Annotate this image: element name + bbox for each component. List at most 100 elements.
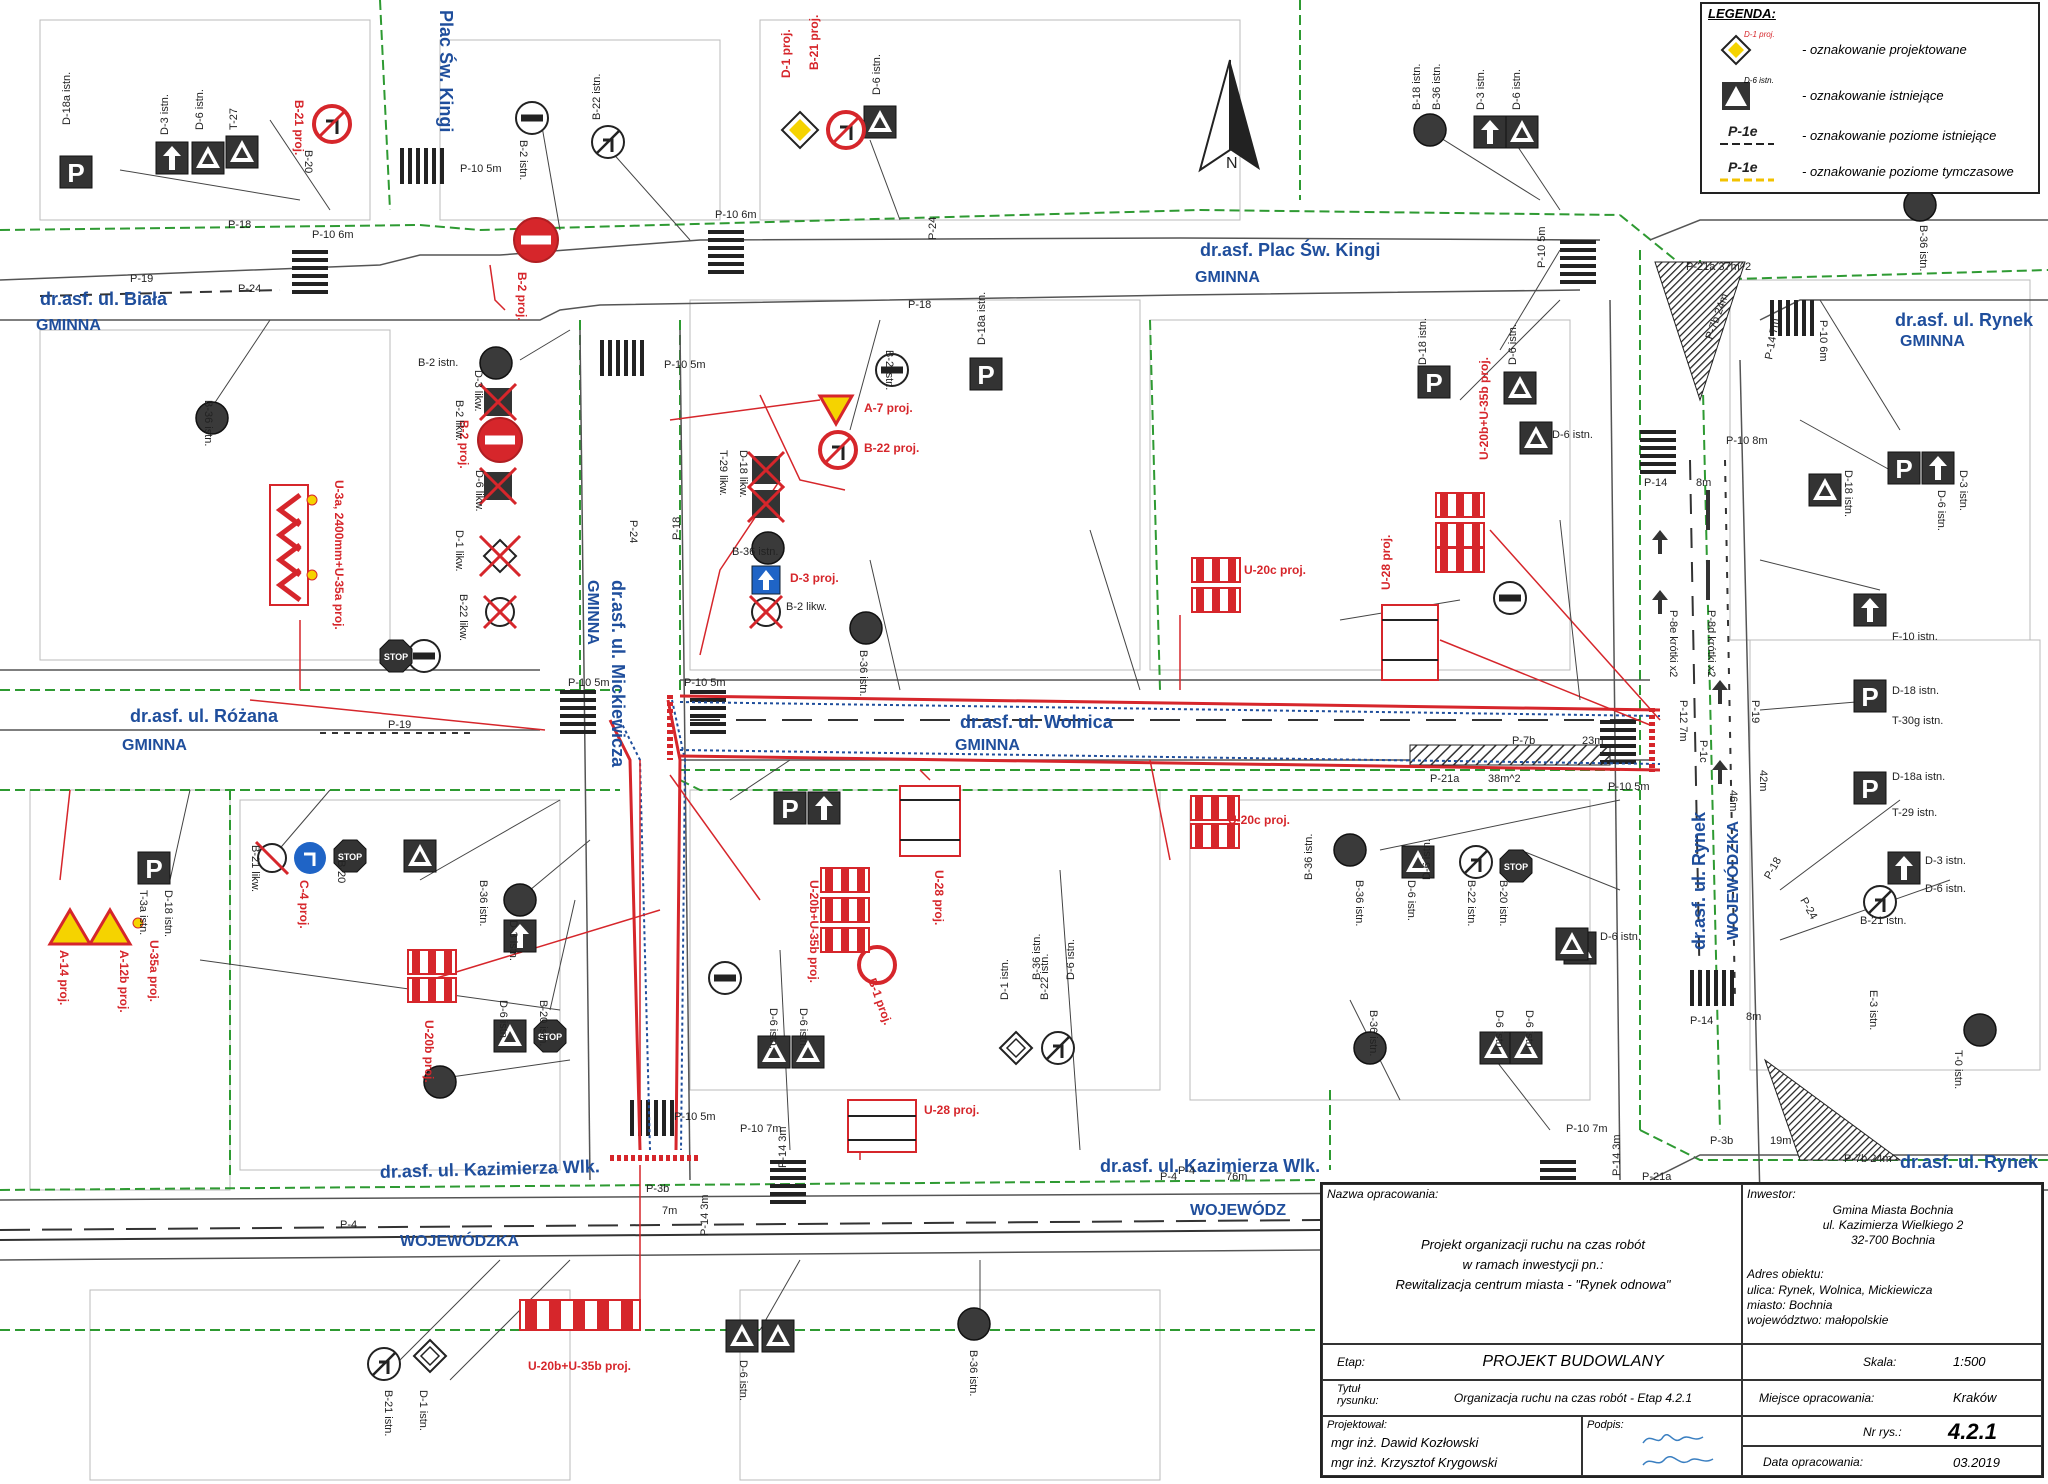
marking-label: 8m [1696,477,1711,489]
marking-label: P-19 [130,273,153,285]
building-outlines [29,19,2041,1481]
proj-label: B-2 proj. [515,272,529,321]
projected-sign-labels: B-21 proj. D-1 proj. B-21 proj. B-2 proj… [57,15,1491,1373]
proj-label: A-14 proj. [57,950,71,1005]
proj-label: B-21 proj. [807,15,821,70]
marking-label: 8m [1746,1011,1761,1023]
nazwa-line: w ramach inwestycji pn.: [1462,1257,1604,1272]
lane-arrows [1652,490,1728,784]
north-label: N [1226,155,1238,172]
skala-label: Skala: [1863,1355,1897,1369]
proj-label: U-20b+U-35b proj. [528,1359,631,1373]
proj-label: U-20b+U-35b proj. [807,880,821,983]
chevron-board [269,484,318,606]
projektant-name: mgr inż. Dawid Kozłowski [1331,1435,1479,1450]
adres-line: województwo: małopolskie [1747,1313,1889,1327]
street-label: GMINNA [955,737,1020,754]
istn-label: B-36 istn. [1353,880,1365,926]
istn-label: B-36 istn. [1367,1010,1379,1056]
marking-label: P-10 7m [1566,1123,1608,1135]
marking-label: P-14 3m [699,1194,711,1236]
miejsce-cell: Miejsce opracowania: Kraków [1742,1380,2042,1416]
legend-row-projected: D-1 proj. - oznakowanie projektowane [1710,30,2036,68]
nazwa-line: Rewitalizacja centrum miasta - "Rynek od… [1395,1277,1671,1292]
title-block: Nazwa opracowania: Projekt organizacji r… [1320,1182,2044,1478]
marking-label: P-21a 37m^2 [1686,261,1751,273]
marking-label: P-18 [908,299,931,311]
proj-label: U-20b+U-35b proj. [1477,357,1491,460]
inwestor-cell: Inwestor: Gmina Miasta Bochnia ul. Kazim… [1742,1184,2042,1344]
istn-label: D-6 istn. [871,54,883,95]
likw-label: B-22 likw. [457,594,469,641]
istn-label: B-20 istn. [537,1000,549,1046]
istn-label: D-6 istn. [1421,839,1433,880]
istn-label: B-36 istn. [857,650,869,696]
marking-label: 46m [1727,790,1739,811]
istn-label: B-36 istn. [1303,834,1315,880]
istn-label: D-3 istn. [1957,470,1969,511]
removed-signs [254,382,786,876]
marking-label: P-4 [1160,1171,1177,1183]
nazwa-label: Nazwa opracowania: [1327,1187,1439,1201]
marking-label: P-21a [1642,1171,1672,1183]
proj-label: U-28 proj. [924,1103,979,1117]
istn-label: F-10 istn. [1892,631,1938,643]
black-leaders [119,114,1951,1381]
etap-label: Etap: [1337,1355,1366,1369]
nazwa-cell: Nazwa opracowania: Projekt organizacji r… [1322,1184,1742,1344]
istn-label: D-18 istn. [1417,318,1429,365]
istn-label: B-36 istn. [1917,225,1929,271]
nr-cell: Nr rys.: 4.2.1 [1742,1416,2042,1446]
legend-row-horizontal-existing: P-1e - oznakowanie poziome istniejące [1710,118,2036,154]
istn-label: D-18a istn. [1892,771,1945,783]
street-label: dr.asf. Plac Św. Kingi [1200,239,1380,260]
podpis-cell: Podpis: [1582,1416,1742,1476]
proj-label: U-20c proj. [1228,813,1290,827]
street-label: dr.asf. ul. Różana [130,706,279,726]
istn-label: B-36 istn. [202,400,214,446]
adres-label: Adres obiektu: [1747,1267,1824,1281]
istn-label: T-30g istn. [1892,715,1943,727]
street-label: dr.asf. ul. Mickiewicza [608,580,628,768]
istn-label: T-3a istn. [137,890,149,935]
likw-label: B-2 likw. [786,601,827,613]
legend-text: - oznakowanie projektowane [1802,42,1967,57]
property-lines [0,0,2048,1331]
legend-text: - oznakowanie poziome istniejące [1802,128,1997,143]
existing-sign-labels: D-18a istn. D-3 istn. D-6 istn. T-27 B-2… [61,54,1969,1436]
nazwa-line: Projekt organizacji ruchu na czas robót [1420,1237,1645,1252]
istn-label: T-27 [228,108,240,130]
marking-label: 19m [1770,1135,1791,1147]
projektant-name: mgr inż. Krzysztof Krygowski [1331,1455,1498,1470]
adres-line: ulica: Rynek, Wolnica, Mickiewicza [1747,1283,1933,1297]
istn-label: D-18 istn. [1842,470,1854,517]
marking-label: P-3b [646,1183,669,1195]
marking-label: P-7b [1512,735,1535,747]
marking-label: P-19 [388,719,411,731]
istn-label: D-6 istn. [767,1008,779,1049]
inwestor-line: Gmina Miasta Bochnia [1832,1203,1954,1217]
marking-label: P-10 5m [664,359,706,371]
istn-label: D-6 istn. [497,1000,509,1041]
marking-label: P-10 5m [1536,226,1548,268]
istn-label: D-18a istn. [61,72,73,125]
istn-label: D-3 istn. [1925,855,1966,867]
proj-label: U-28 proj. [932,870,946,925]
street-label: Plac Św. Kingi [436,10,457,132]
istn-label: B-36 istn. [477,880,489,926]
street-label: dr.asf. ul. Rynek [1900,1152,2039,1172]
istn-label: D-6 istn. [1065,939,1077,980]
istn-label: D-6 istn. [1493,1010,1505,1051]
marking-label: P-4 [340,1219,357,1231]
inwestor-label: Inwestor: [1747,1187,1796,1201]
istn-label: B-2 istn. [418,357,458,369]
legend-code: D-1 proj. [1744,30,1775,39]
likw-label: D-6 likw. [473,470,485,512]
marking-label: 23m [1582,735,1603,747]
tytul-cell: Tytuł rysunku: Organizacja ruchu na czas… [1322,1380,1742,1416]
legend-text: - oznakowanie istniejące [1802,88,1944,103]
marking-label: P-1c [1697,740,1709,763]
projektowal-cell: Projektował: mgr inż. Dawid Kozłowski mg… [1322,1416,1582,1476]
street-label: GMINNA [36,317,101,334]
